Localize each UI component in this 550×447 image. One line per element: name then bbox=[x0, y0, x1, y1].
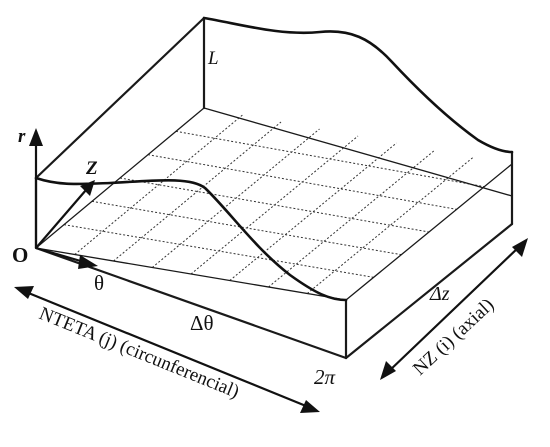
grid-line-z bbox=[147, 154, 457, 210]
box-floor-left-edge bbox=[35, 107, 205, 249]
grid-line-theta bbox=[113, 121, 282, 262]
mesh-grid bbox=[63, 114, 485, 294]
box-right-top-edge bbox=[345, 163, 513, 301]
box-back-top-left-edge bbox=[34, 16, 206, 180]
theta-axis-arrow bbox=[35, 246, 98, 269]
label-theta: θ bbox=[94, 271, 104, 295]
label-origin: O bbox=[12, 243, 28, 267]
label-z: Z bbox=[85, 158, 98, 179]
box-floor-back-edge bbox=[203, 107, 513, 197]
grid-line-z bbox=[119, 177, 430, 233]
grid-line-theta bbox=[74, 114, 243, 255]
label-two-pi: 2π bbox=[314, 365, 336, 389]
box-inner-front-edge bbox=[35, 247, 347, 301]
grid-line-z bbox=[91, 200, 402, 256]
grid-line-theta bbox=[268, 149, 436, 288]
z-axis-arrow bbox=[35, 180, 95, 249]
label-axial: NZ (i) (axial) bbox=[409, 295, 498, 380]
circumferential-arrow bbox=[14, 286, 320, 413]
axial-arrow bbox=[380, 238, 528, 380]
label-length: L bbox=[207, 48, 219, 69]
grid-line-z bbox=[63, 224, 374, 278]
r-axis-arrow bbox=[29, 128, 43, 248]
label-delta-z: Δz bbox=[429, 283, 450, 305]
domain-box bbox=[34, 16, 514, 360]
film-surface-back-curve bbox=[202, 16, 514, 154]
box-right-bottom-edge bbox=[344, 222, 514, 360]
label-delta-theta: Δθ bbox=[190, 311, 214, 335]
label-r: r bbox=[18, 126, 26, 147]
grid-line-z bbox=[175, 130, 485, 188]
